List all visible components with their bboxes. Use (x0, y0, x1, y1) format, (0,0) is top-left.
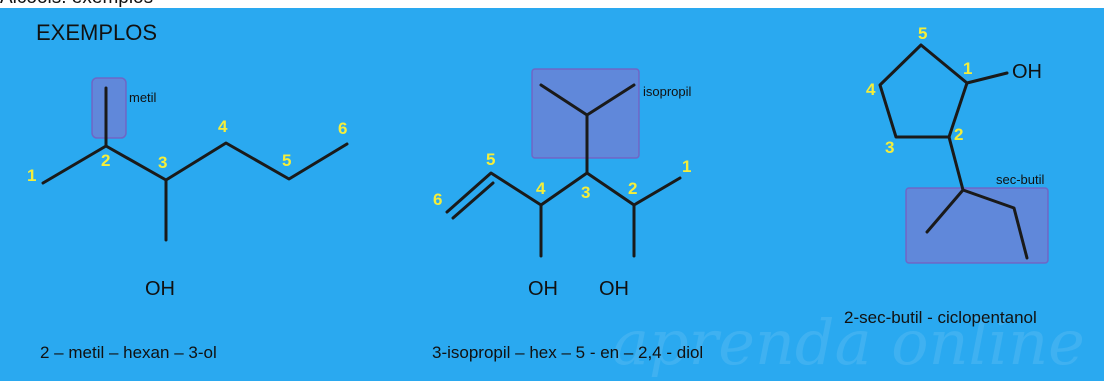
carbon-number-6: 6 (433, 190, 442, 209)
compound-name: 2-sec-butil - ciclopentanol (844, 308, 1037, 327)
carbon-number-5: 5 (282, 151, 291, 170)
carbon-number-5: 5 (918, 24, 927, 43)
hydroxyl-bond (965, 71, 1009, 85)
carbon-number-3: 3 (581, 183, 590, 202)
hydroxyl-label-2: OH (599, 278, 629, 300)
carbon-number-3: 3 (158, 153, 167, 172)
carbon-number-5: 5 (486, 150, 495, 169)
carbon-number-3: 3 (885, 138, 894, 157)
carbon-number-4: 4 (218, 117, 228, 136)
watermark-text: aprenda online (612, 306, 1085, 379)
carbon-number-6: 6 (338, 119, 347, 138)
hydroxyl-label-1: OH (528, 278, 558, 300)
sec-butyl-stem (947, 135, 965, 192)
molecule-2-sec-butil-ciclopentanol: sec-butil 1 2 3 4 5 OH 2-sec-butil - cic… (844, 24, 1049, 327)
compound-name: 2 – metil – hexan – 3-ol (40, 343, 217, 362)
carbon-number-2: 2 (954, 125, 963, 144)
substituent-label: isopropil (643, 84, 692, 99)
substituent-label: sec-butil (996, 172, 1045, 187)
compound-name: 3-isopropil – hex – 5 - en – 2,4 - diol (432, 343, 703, 362)
carbon-number-1: 1 (682, 157, 691, 176)
carbon-number-2: 2 (628, 179, 637, 198)
hydroxyl-label: OH (1012, 61, 1042, 83)
carbon-number-4: 4 (536, 179, 546, 198)
carbon-number-1: 1 (963, 59, 972, 78)
isopropyl-branches (539, 83, 636, 117)
sec-butyl-branches (925, 188, 1029, 260)
carbon-number-4: 4 (866, 80, 876, 99)
substituent-label: metil (129, 90, 157, 105)
main-chain (445, 171, 682, 214)
carbon-number-1: 1 (27, 166, 36, 185)
cyclopentane-ring (878, 43, 969, 139)
cut-header-text: Álcoois: exemplos (0, 0, 153, 8)
hydroxyl-label: OH (145, 278, 175, 300)
molecule-2-metil-hexan-3-ol: metil 1 2 3 4 5 6 OH 2 – metil – hexan –… (27, 77, 349, 362)
main-chain (41, 141, 349, 185)
carbon-number-2: 2 (101, 151, 110, 170)
slide-title: EXEMPLOS (36, 20, 157, 45)
molecule-3-isopropil-hex-5-en-2-4-diol: isopropil 1 2 3 4 5 6 OH OH 3-isopropil … (432, 68, 703, 362)
double-bond-line (451, 181, 495, 220)
methyl-highlight (91, 77, 127, 139)
